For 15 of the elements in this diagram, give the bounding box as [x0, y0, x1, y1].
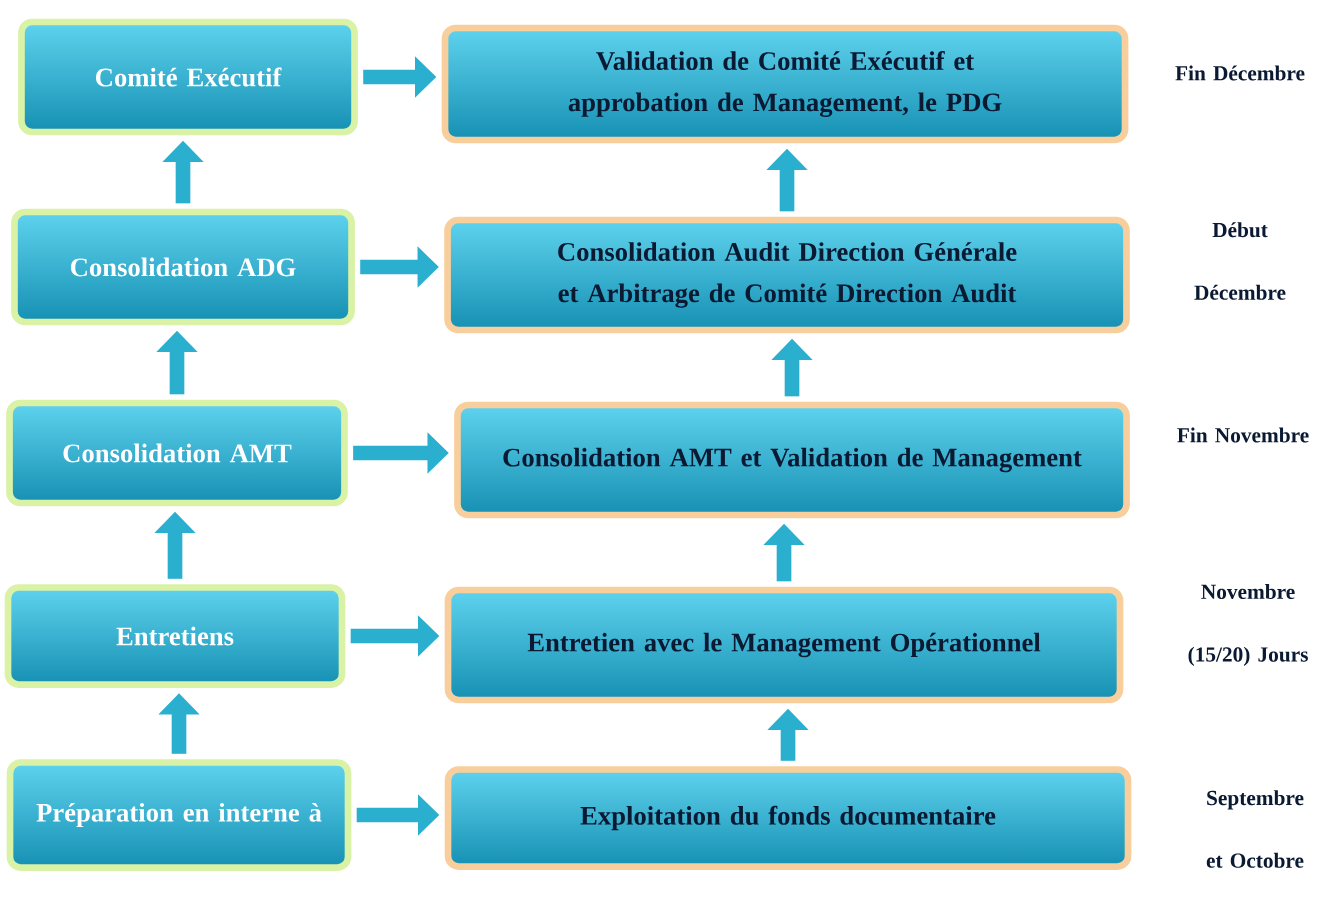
- process-box: Entretiens: [4, 584, 346, 688]
- date-label: Fin Novembre: [1177, 427, 1309, 443]
- date-label: Novembre (15/20) Jours: [1188, 584, 1308, 666]
- process-box: Consolidation AMT: [6, 399, 348, 507]
- process-box: Comité Exécutif: [18, 18, 358, 136]
- process-box: Consolidation AMT et Validation de Management: [454, 401, 1130, 519]
- date-label: Septembre et Octobre: [1206, 790, 1304, 868]
- process-box: Validation de Comité Exécutif et approbation de Management, le PDG: [441, 24, 1129, 144]
- process-box: Préparation en interne à: [6, 759, 352, 871]
- process-box: Consolidation ADG: [11, 208, 355, 326]
- process-box: Exploitation du fonds documentaire: [444, 766, 1132, 870]
- process-box: Consolidation Audit Direction Générale et Arbitrage de Comité Direction Audit: [444, 216, 1130, 334]
- date-label: Fin Décembre: [1175, 65, 1305, 81]
- process-box: Entretien avec le Management Opérationnel: [444, 586, 1124, 704]
- date-label: Début Décembre: [1194, 222, 1286, 300]
